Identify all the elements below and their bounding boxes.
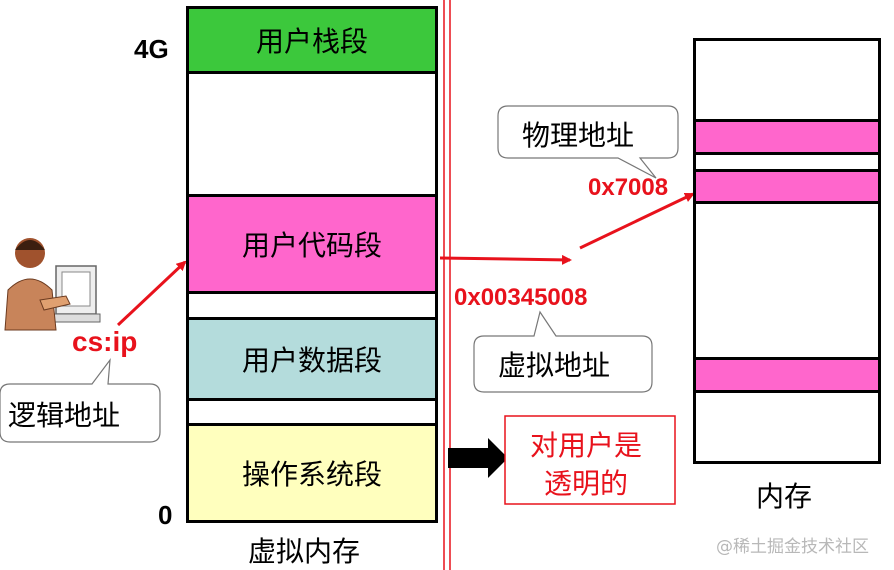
callout-logical-bubble [0, 357, 161, 443]
label-zero: 0 [158, 500, 173, 530]
address-cs-ip: cs:ip [72, 326, 138, 357]
transparent-note-line2: 透明的 [544, 467, 629, 500]
memory-band-1 [696, 119, 878, 155]
segment-stack-label: 用户栈段 [255, 25, 368, 58]
segment-data-label: 用户数据段 [241, 344, 382, 377]
person-icon [4, 238, 101, 331]
memory-band-2 [696, 169, 878, 204]
segment-stack: 用户栈段 [186, 6, 438, 74]
caption-virtual-memory: 虚拟内存 [248, 535, 361, 568]
memory-band-3 [696, 357, 878, 393]
callout-physical-text: 物理地址 [522, 119, 635, 152]
transparent-note-line1: 对用户是 [530, 429, 643, 462]
transparent-note-box [504, 415, 676, 505]
arrow-virtual-to-physical [579, 192, 695, 250]
callout-virtual-bubble [473, 310, 653, 393]
callout-physical-bubble [497, 105, 679, 179]
segment-empty-2 [186, 291, 438, 320]
segment-os: 操作系统段 [186, 423, 438, 523]
address-virtual: 0x00345008 [454, 284, 588, 311]
segment-empty-1 [186, 71, 438, 197]
arrow-csip-to-code [116, 260, 187, 327]
watermark: @稀土掘金技术社区 [716, 537, 869, 557]
segment-empty-3 [186, 398, 438, 426]
segment-os-label: 操作系统段 [241, 458, 382, 491]
label-4g: 4G [134, 34, 169, 64]
arrow-code-to-virtual [439, 254, 572, 265]
address-physical: 0x7008 [588, 174, 669, 201]
segment-code: 用户代码段 [186, 194, 438, 294]
callout-logical-text: 逻辑地址 [8, 399, 121, 432]
black-arrow [448, 438, 508, 478]
segment-data: 用户数据段 [186, 317, 438, 401]
segment-code-label: 用户代码段 [241, 229, 382, 262]
memory-box [693, 38, 881, 464]
caption-memory: 内存 [756, 480, 813, 513]
callout-virtual-text: 虚拟地址 [498, 349, 611, 382]
